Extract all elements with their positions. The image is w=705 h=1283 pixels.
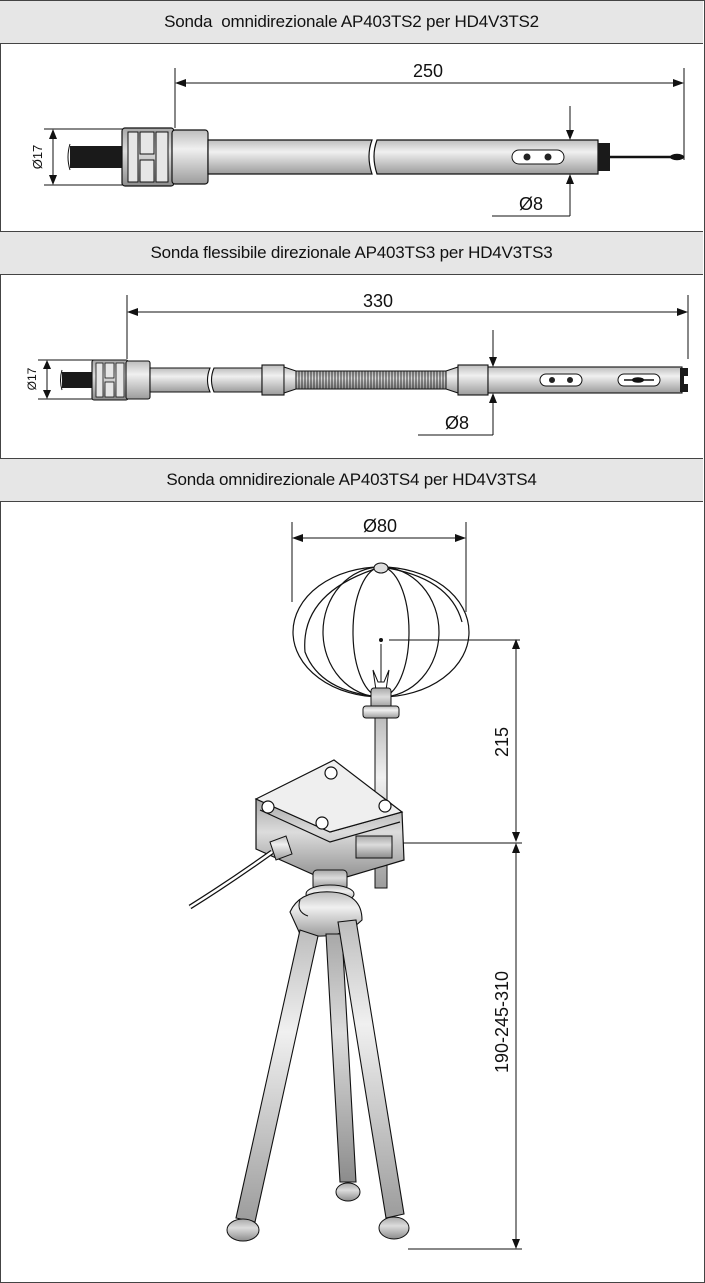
- section-2-header: Sonda flessibile direzionale AP403TS3 pe…: [0, 231, 703, 275]
- section-3-header: Sonda omnidirezionale AP403TS4 per HD4V3…: [0, 458, 703, 502]
- length-dimension-label: 330: [363, 291, 393, 311]
- handle-diameter-label: Ø17: [25, 367, 39, 390]
- section-2-drawing: 330 Ø17: [0, 275, 703, 456]
- tripod-height-label: 190-245-310: [492, 971, 512, 1073]
- probe-ap403ts3-drawing: 330 Ø17: [25, 291, 689, 436]
- length-dimension-label: 250: [413, 61, 443, 81]
- tip-diameter-label: Ø8: [519, 194, 543, 214]
- section-1-header: Sonda omnidirezionale AP403TS2 per HD4V3…: [0, 0, 703, 44]
- junction-box: [254, 759, 405, 883]
- section-3-drawing: Ø80 215 190-245-310: [0, 502, 703, 1281]
- probe-rod: [149, 367, 211, 393]
- probe-ap403ts4-tripod-drawing: Ø80 215 190-245-310: [188, 516, 522, 1250]
- section-1-title: Sonda omnidirezionale AP403TS2 per HD4V3…: [164, 12, 539, 31]
- probe-ap403ts2-drawing: 250 Ø17 Ø8: [30, 61, 685, 217]
- sphere-diameter-label: Ø80: [363, 516, 397, 536]
- cable: [62, 372, 96, 388]
- cage-top-cap: [373, 562, 389, 574]
- spherical-cage: [292, 566, 470, 698]
- tripod-foot: [335, 1182, 361, 1202]
- tripod-foot: [226, 1218, 260, 1242]
- cable: [70, 146, 130, 168]
- section-1-drawing: 250 Ø17 Ø8: [0, 44, 703, 230]
- rod-clamp: [355, 835, 393, 859]
- section-3-title: Sonda omnidirezionale AP403TS4 per HD4V3…: [166, 470, 537, 489]
- tip-diameter-label: Ø8: [445, 413, 469, 433]
- probe-rod: [207, 139, 373, 175]
- tripod-foot: [378, 1216, 410, 1240]
- handle-diameter-label: Ø17: [30, 145, 45, 170]
- cable-gland: [269, 835, 293, 861]
- tripod-legs: [235, 919, 405, 1223]
- section-2-title: Sonda flessibile direzionale AP403TS3 pe…: [150, 243, 553, 262]
- probe-height-label: 215: [492, 727, 512, 757]
- probe-tip-cap: [598, 143, 610, 171]
